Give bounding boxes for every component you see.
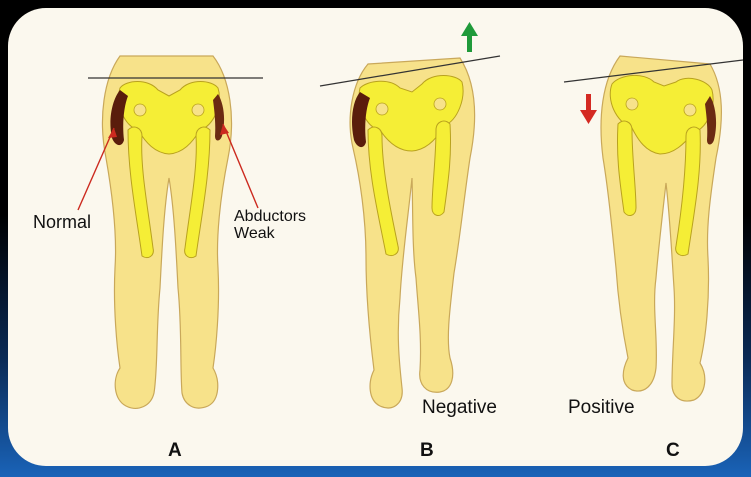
figure-label-c: C <box>666 441 680 461</box>
diagram-card: Normal Abductors Weak Negative Positive … <box>8 8 743 466</box>
up-arrow-icon <box>461 22 478 52</box>
figure-label-a: A <box>168 441 182 461</box>
figure-label-b: B <box>420 441 434 461</box>
label-positive: Positive <box>568 398 635 418</box>
label-abductors-weak: Abductors Weak <box>234 209 306 243</box>
label-abductors: Abductors <box>234 209 306 226</box>
pointer-abductors <box>223 124 258 208</box>
down-arrow-icon <box>580 94 597 124</box>
figure-c <box>564 56 743 401</box>
label-normal: Normal <box>33 213 91 232</box>
label-negative: Negative <box>422 398 497 418</box>
figure-b <box>320 22 500 408</box>
label-weak: Weak <box>234 226 306 243</box>
